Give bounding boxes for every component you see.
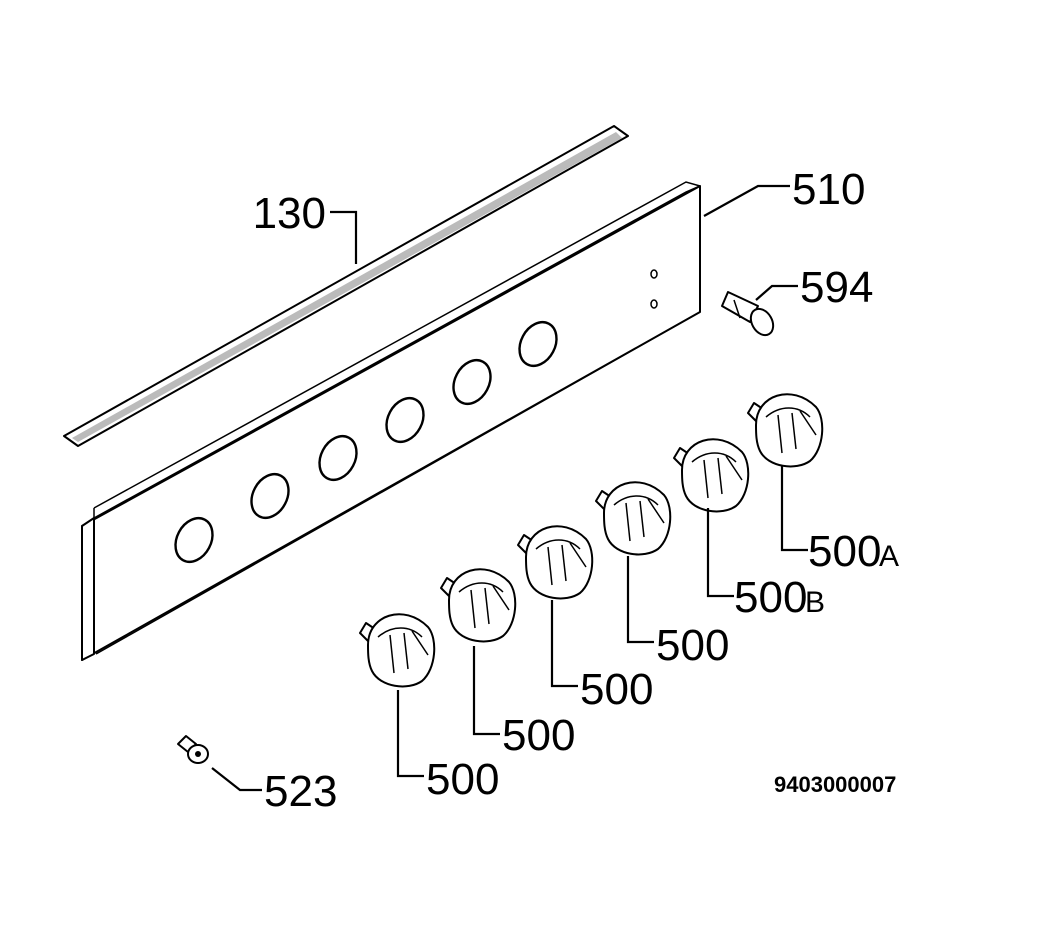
knob-2 (440, 568, 517, 643)
label-500-knob-3: 500 (580, 665, 653, 714)
screw (177, 735, 209, 764)
label-500-knob-2: 500 (502, 711, 575, 760)
label-500b-suffix: B (805, 586, 825, 619)
label-500-knob-4: 500 (656, 621, 729, 670)
label-500a: 500 A (808, 527, 899, 576)
label-523: 523 (264, 767, 337, 816)
control-panel (81, 181, 701, 661)
knob-5 (673, 438, 750, 513)
knob-6 (747, 393, 824, 468)
label-500b-number: 500 (734, 573, 807, 622)
indicator-lamp (721, 291, 775, 337)
label-594: 594 (800, 263, 873, 312)
label-500b: 500 B (734, 573, 825, 622)
knob-1 (359, 613, 436, 688)
label-500a-number: 500 (808, 527, 881, 576)
leader-lines (211, 184, 808, 792)
label-500-knob-1: 500 (426, 755, 499, 804)
knob-3 (517, 525, 594, 600)
label-510: 510 (792, 165, 865, 214)
drawing-code: 9403000007 (774, 772, 896, 797)
knob-4 (595, 481, 672, 556)
label-500a-suffix: A (879, 540, 899, 573)
label-130: 130 (253, 189, 326, 238)
seal-strip (63, 125, 629, 447)
